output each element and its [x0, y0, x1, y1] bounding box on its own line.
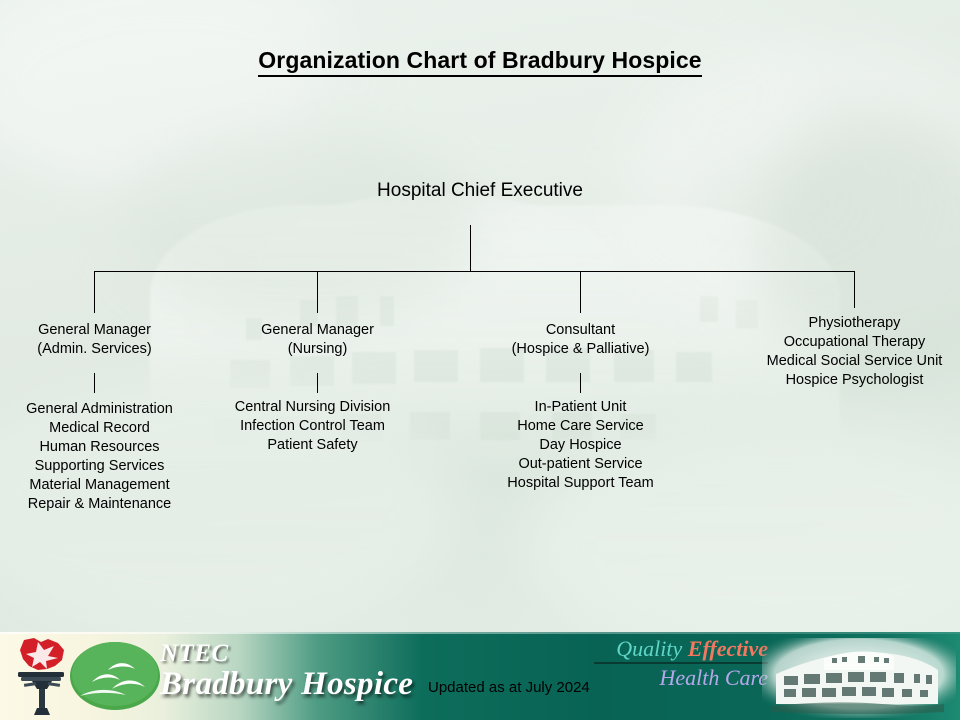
branch-heading-line: Medical Social Service Unit [766, 353, 943, 369]
slogan-effective-word: Effective [687, 636, 768, 661]
slogan-line-1: Quality Effective [588, 636, 768, 661]
page-title-text: Organization Chart of Bradbury Hospice [258, 47, 702, 77]
branch-heading-admin-services: General Manager (Admin. Services) [0, 321, 189, 359]
ntec-label: NTEC [160, 640, 229, 667]
branch-items-nursing: Central Nursing Division Infection Contr… [213, 398, 412, 455]
branch-item: Material Management [29, 477, 170, 493]
bradbury-gulls-logo-icon [70, 642, 160, 710]
branch-item: Home Care Service [517, 418, 644, 434]
branch-item: Infection Control Team [240, 418, 385, 434]
branch-heading-line: General Manager [38, 322, 151, 338]
branch-heading-line: (Admin. Services) [37, 341, 152, 357]
branch-items-consultant: In-Patient Unit Home Care Service Day Ho… [481, 398, 680, 493]
watermark-building-roof [255, 193, 615, 283]
connector-drop-4 [854, 271, 855, 308]
quality-slogan: Quality Effective Health Care [588, 636, 768, 690]
connector-trunk [470, 225, 471, 271]
connector-tick-3 [580, 373, 581, 393]
branch-item: General Administration [26, 401, 173, 417]
branch-item: Human Resources [39, 439, 160, 455]
slogan-quality-word: Quality [616, 636, 683, 661]
branch-item: Patient Safety [267, 437, 358, 453]
connector-bus [94, 271, 855, 272]
connector-drop-2 [317, 271, 318, 313]
slogan-health-care-word: Health Care [659, 665, 768, 690]
branch-item: In-Patient Unit [534, 399, 627, 415]
branch-heading-nursing: General Manager (Nursing) [223, 321, 412, 359]
branch-item: Central Nursing Division [234, 399, 391, 415]
branch-item: Day Hospice [539, 437, 622, 453]
connector-tick-1 [94, 373, 95, 393]
org-root-label: Hospital Chief Executive [377, 180, 583, 201]
branch-heading-line: (Nursing) [287, 341, 348, 357]
watermark-trees [690, 60, 960, 290]
branch-heading-line: (Hospice & Palliative) [511, 341, 650, 357]
branch-item: Medical Record [49, 420, 150, 436]
updated-date-text: Updated as at July 2024 [428, 679, 590, 696]
branch-heading-line: Hospice Psychologist [785, 372, 924, 388]
branch-item: Supporting Services [34, 458, 165, 474]
slogan-divider [594, 662, 768, 664]
branch-heading-allied-health: Physiotherapy Occupational Therapy Medic… [740, 314, 960, 390]
connector-drop-3 [580, 271, 581, 313]
branch-heading-line: Occupational Therapy [783, 334, 926, 350]
branch-heading-line: Physiotherapy [808, 315, 901, 331]
footer-top-divider [0, 632, 960, 634]
branch-items-admin-services: General Administration Medical Record Hu… [0, 400, 199, 514]
branch-item: Repair & Maintenance [27, 496, 172, 512]
connector-drop-1 [94, 271, 95, 313]
footer-logo-text: NTEC Bradbury Hospice [160, 636, 430, 716]
branch-item: Out-patient Service [518, 456, 643, 472]
branch-heading-consultant: Consultant (Hospice & Palliative) [466, 321, 695, 359]
page-title: Organization Chart of Bradbury Hospice [0, 47, 960, 77]
ntec-torch-logo-icon [18, 638, 64, 715]
branch-item: Hospital Support Team [507, 475, 654, 491]
branch-heading-line: General Manager [261, 322, 374, 338]
connector-tick-2 [317, 373, 318, 393]
org-root-node: Hospital Chief Executive [0, 180, 960, 202]
bradbury-hospice-label: Bradbury Hospice [160, 666, 414, 702]
hospice-building-photo [762, 638, 956, 718]
branch-heading-line: Consultant [545, 322, 616, 338]
